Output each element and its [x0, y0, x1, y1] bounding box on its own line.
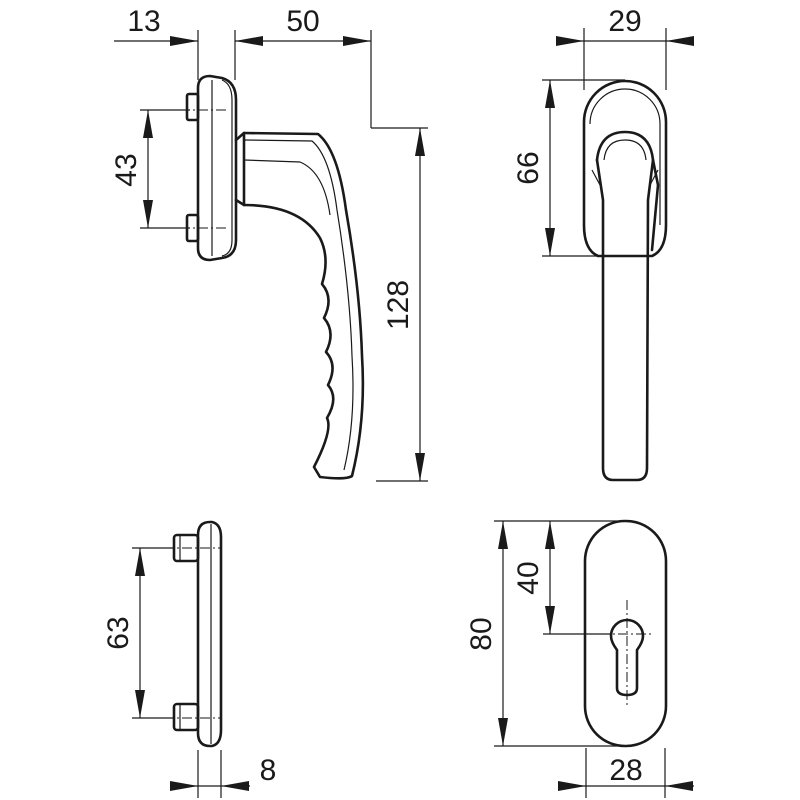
dim-50-label: 50	[286, 5, 319, 38]
dim-40-label: 40	[512, 561, 545, 594]
dim-128-label: 128	[382, 280, 415, 330]
dim-13-label: 13	[127, 5, 160, 38]
dim-80-label: 80	[465, 617, 498, 650]
dim-43-label: 43	[110, 153, 143, 186]
dim-66-label: 66	[512, 151, 545, 184]
dimension-lines	[114, 28, 694, 798]
handle-side-view	[180, 74, 365, 480]
handle-front-view	[582, 79, 668, 482]
dim-29-label: 29	[608, 5, 641, 38]
dimension-labels: 13 50 43 128 29 66 8 63 80 40 28	[102, 5, 643, 787]
dim-63-vertical-label: 63	[102, 616, 135, 649]
plate-side-view	[164, 520, 223, 748]
dim-28-label: 28	[609, 754, 642, 787]
dim-63-label: 8	[260, 754, 277, 787]
